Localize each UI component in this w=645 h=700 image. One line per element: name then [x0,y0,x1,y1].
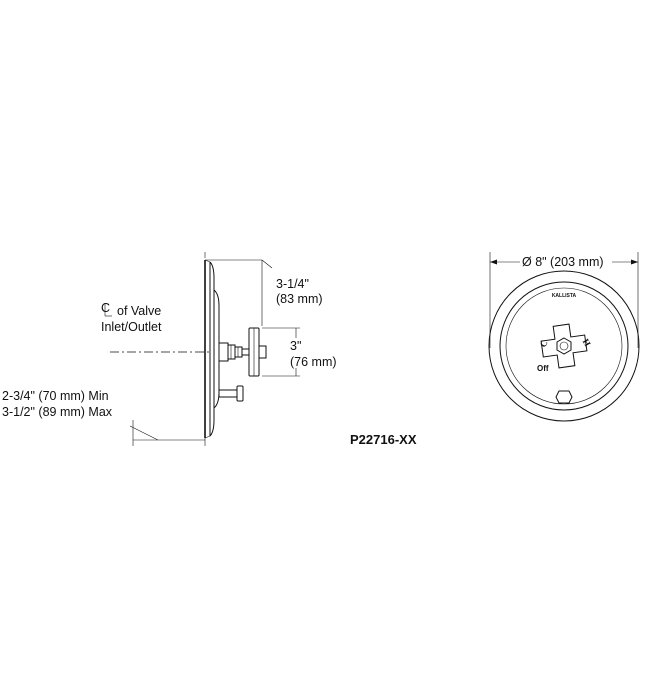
centerline-symbol: C [101,301,112,317]
cross-handle-profile [248,327,267,377]
handle-stem [218,342,250,362]
dimension-rough-in-depth [129,420,206,446]
handle-height-label-line1: 3" [290,339,301,353]
dimension-handle-projection [204,252,273,326]
side-view: C of Valve Inlet/Outlet 2-3/4" (70 mm) M… [2,252,337,446]
handle-projection-label-line2: (83 mm) [276,292,323,306]
centerline-label-line1: of Valve [117,304,161,318]
brand-mark: KALLISTA [552,293,577,299]
off-mark: Off [537,364,549,373]
centerline-label-line2: Inlet/Outlet [101,320,162,334]
escutcheon-profile [204,259,220,439]
escutcheon-inner-ring [499,281,629,411]
escutcheon-face [505,287,623,405]
diverter-knob-profile [218,385,244,402]
dimension-handle-height [262,327,300,377]
depth-max-label: 3-1/2" (89 mm) Max [2,405,113,419]
handle-projection-label-line1: 3-1/4" [276,277,309,291]
svg-text:C: C [101,301,110,315]
escutcheon-outer-ring [488,270,640,422]
diverter-knob-front [555,390,573,404]
cross-handle-front [540,323,588,369]
handle-height-label-line2: (76 mm) [290,355,337,369]
model-number: P22716-XX [350,432,417,447]
hot-mark: H [581,337,593,348]
cold-mark: C [538,338,550,349]
depth-min-label: 2-3/4" (70 mm) Min [2,389,109,403]
diameter-label: Ø 8" (203 mm) [522,255,604,269]
front-view: Ø 8" (203 mm) KALLISTA C H Off [488,252,640,422]
